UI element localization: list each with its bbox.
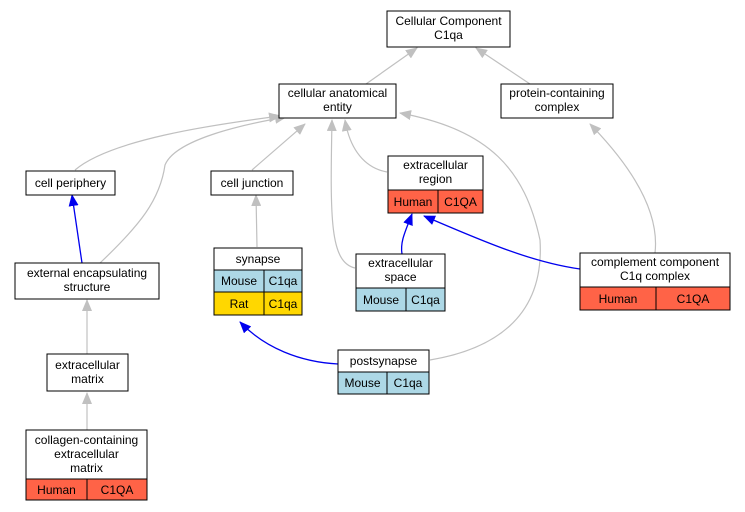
- edge-c1q-partof-exreg: [423, 215, 581, 270]
- edge-junction-to-cae: [251, 123, 306, 171]
- node-label-line: extracellular: [368, 256, 433, 270]
- edge-exspace-partof-exreg: [400, 213, 413, 255]
- node-extracellular-matrix[interactable]: extracellular matrix: [46, 353, 129, 392]
- node-label-line: cellular anatomical: [288, 86, 387, 100]
- annotation-gene-cell: [263, 291, 303, 316]
- annotation-gene: C1QA: [444, 195, 477, 209]
- node-label-line: extracellular: [403, 158, 468, 172]
- node-cellular-anatomical-entity[interactable]: cellular anatomical entity: [278, 83, 397, 119]
- node-label-line: protein-containing: [509, 86, 604, 100]
- node-protein-containing-complex[interactable]: protein-containing complex: [500, 83, 614, 119]
- node-label-line: entity: [323, 100, 352, 114]
- node-label-line: C1qa: [434, 28, 463, 42]
- node-cell-periphery[interactable]: cell periphery: [25, 170, 116, 196]
- annotation-gene-cell: [86, 478, 148, 501]
- node-cell-junction[interactable]: cell junction: [210, 170, 294, 196]
- annotation-gene: C1qa: [394, 376, 423, 390]
- edge-cae-to-root: [365, 47, 418, 85]
- edge-synapse-to-junction: [251, 194, 262, 248]
- node-synapse[interactable]: synapse Mouse C1qa Rat C1qa: [213, 247, 303, 316]
- annotation-gene: C1qa: [411, 293, 440, 307]
- node-label-line: collagen-containing: [35, 433, 138, 447]
- node-complement-component-c1q-complex[interactable]: complement component C1q complex Human C…: [579, 252, 731, 311]
- edge-ecs-to-cae: [99, 113, 287, 264]
- node-label-line: matrix: [70, 461, 103, 475]
- node-label-line: extracellular: [54, 447, 119, 461]
- annotation-species: Human: [599, 292, 638, 306]
- node-label-line: complement component: [591, 255, 720, 269]
- node-cellular-component[interactable]: Cellular Component C1qa: [386, 10, 511, 48]
- node-label-line: extracellular: [55, 358, 120, 372]
- annotation-species: Mouse: [363, 293, 399, 307]
- node-label-line: region: [419, 172, 452, 186]
- annotation-gene-cell: [655, 286, 731, 311]
- node-label-line: structure: [64, 280, 111, 294]
- node-collagen-containing-extracellular-matrix[interactable]: collagen-containing extracellular matrix…: [25, 429, 148, 501]
- edge-postsyn-to-cae: [399, 110, 541, 361]
- edge-periphery-to-cae: [74, 112, 281, 171]
- annotation-gene: C1qa: [269, 274, 298, 288]
- node-extracellular-space[interactable]: extracellular space Mouse C1qa: [355, 253, 446, 312]
- annotation-gene-cell: [405, 287, 446, 312]
- annotation-gene: C1QA: [101, 483, 134, 497]
- annotation-species: Mouse: [344, 376, 380, 390]
- node-label-line: Cellular Component: [395, 14, 502, 28]
- annotation-species: Human: [394, 195, 433, 209]
- node-label-line: external encapsulating: [27, 266, 147, 280]
- node-label-line: C1q complex: [620, 269, 690, 283]
- annotation-species: Mouse: [221, 274, 257, 288]
- annotation-species: Human: [37, 483, 76, 497]
- edge-exspace-to-cae: [326, 119, 356, 269]
- edges: [68, 47, 657, 430]
- node-label-line: matrix: [71, 372, 104, 386]
- annotation-species: Rat: [230, 297, 249, 311]
- node-label-line: cell periphery: [35, 176, 106, 190]
- node-label-line: complex: [535, 100, 580, 114]
- node-extracellular-region[interactable]: extracellular region Human C1QA: [387, 155, 484, 214]
- edge-postsyn-partof-synapse: [239, 321, 339, 365]
- edge-pcc-to-root: [475, 47, 531, 85]
- node-label-line: postsynapse: [350, 354, 418, 368]
- node-label-line: space: [384, 270, 416, 284]
- annotation-gene-cell: [386, 371, 430, 395]
- node-external-encapsulating-structure[interactable]: external encapsulating structure: [14, 262, 160, 300]
- edge-c1q-to-pcc: [589, 123, 657, 254]
- annotation-gene-cell: [437, 189, 484, 214]
- annotation-gene: C1qa: [269, 297, 298, 311]
- node-postsynapse[interactable]: postsynapse Mouse C1qa: [337, 349, 430, 395]
- node-label-line: synapse: [236, 252, 281, 266]
- edge-exreg-to-cae: [341, 119, 388, 173]
- edge-ecs-partof-periphery: [68, 194, 83, 264]
- annotation-gene: C1QA: [677, 292, 710, 306]
- node-label-line: cell junction: [221, 176, 284, 190]
